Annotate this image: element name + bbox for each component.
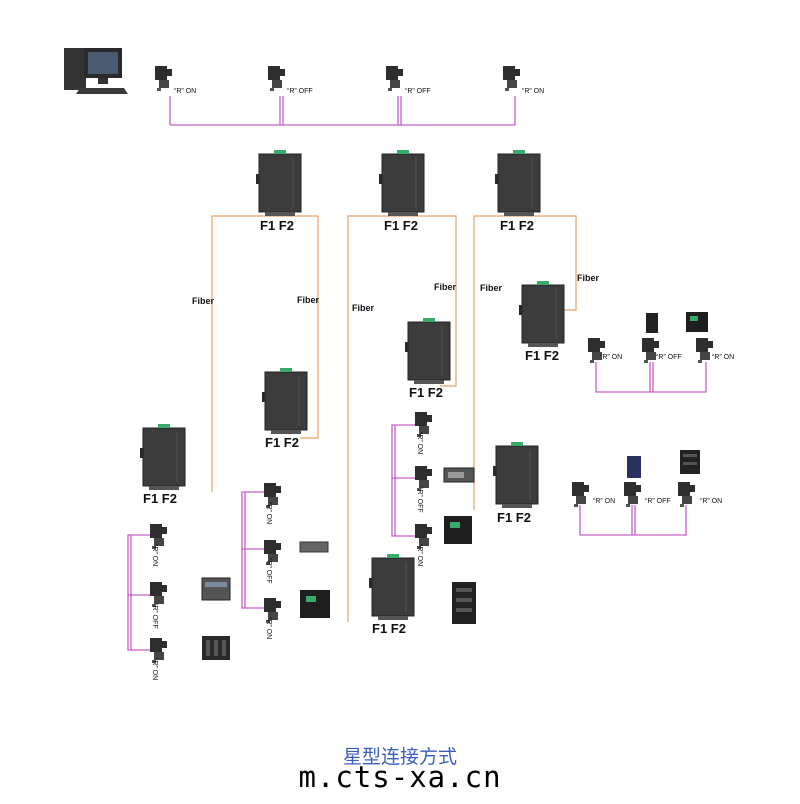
plc-module-icon: [443, 467, 475, 483]
termination-tag: “R” ON: [151, 544, 158, 567]
termination-tag: “R” ON: [522, 88, 545, 95]
termination-tag: “R” ON: [700, 498, 723, 505]
io-module-icon: [680, 450, 700, 474]
switch-label: F1 F2: [372, 621, 406, 636]
termination-tag: “R” ON: [265, 502, 272, 525]
termination-tag: “R” ON: [151, 658, 158, 681]
io-module-icon: [452, 582, 476, 624]
io-module-icon: [202, 636, 230, 660]
drive-icon: [444, 516, 472, 544]
switch-label: F1 F2: [500, 218, 534, 233]
profibus-links: [127, 96, 707, 651]
switch-label: F1 F2: [525, 348, 559, 363]
switch-label: F1 F2: [143, 491, 177, 506]
computer-icon: [64, 48, 128, 94]
termination-tag: “R” OFF: [645, 498, 671, 505]
switch-label: F1 F2: [265, 435, 299, 450]
switch-label: F1 F2: [384, 218, 418, 233]
termination-tag: “R” ON: [416, 544, 423, 567]
drive-icon: [300, 590, 330, 618]
termination-tag: “R” OFF: [151, 603, 158, 629]
plc-module-icon: [627, 456, 641, 478]
plc-module-icon: [646, 313, 658, 333]
diagram-caption: 星型连接方式: [342, 746, 457, 768]
termination-tag: “R” ON: [600, 354, 623, 361]
termination-tag: “R” OFF: [265, 558, 272, 584]
termination-tag: “R” ON: [265, 617, 272, 640]
site-url-watermark: m.cts-xa.cn: [298, 760, 502, 794]
termination-tag: “R” ON: [712, 354, 735, 361]
termination-tag: “R” OFF: [656, 354, 682, 361]
fiber-label: Fiber: [192, 296, 215, 306]
plc-module-icon: [201, 577, 231, 601]
termination-tag: “R” ON: [416, 432, 423, 455]
termination-tag: “R” ON: [174, 88, 197, 95]
fiber-label: Fiber: [434, 282, 457, 292]
termination-tag: “R” ON: [593, 498, 616, 505]
fiber-label: Fiber: [577, 273, 600, 283]
termination-tag: “R” OFF: [405, 88, 431, 95]
switch-label: F1 F2: [409, 385, 443, 400]
drive-icon: [686, 312, 708, 332]
termination-tag: “R” OFF: [287, 88, 313, 95]
fiber-links: [211, 215, 577, 622]
fiber-label: Fiber: [352, 303, 375, 313]
fiber-label: Fiber: [480, 283, 503, 293]
plc-module-icon: [299, 541, 329, 553]
switch-label: F1 F2: [260, 218, 294, 233]
termination-tag: “R” OFF: [416, 487, 423, 513]
field-devices: [201, 312, 708, 660]
fiber-label: Fiber: [297, 295, 320, 305]
switch-label: F1 F2: [497, 510, 531, 525]
